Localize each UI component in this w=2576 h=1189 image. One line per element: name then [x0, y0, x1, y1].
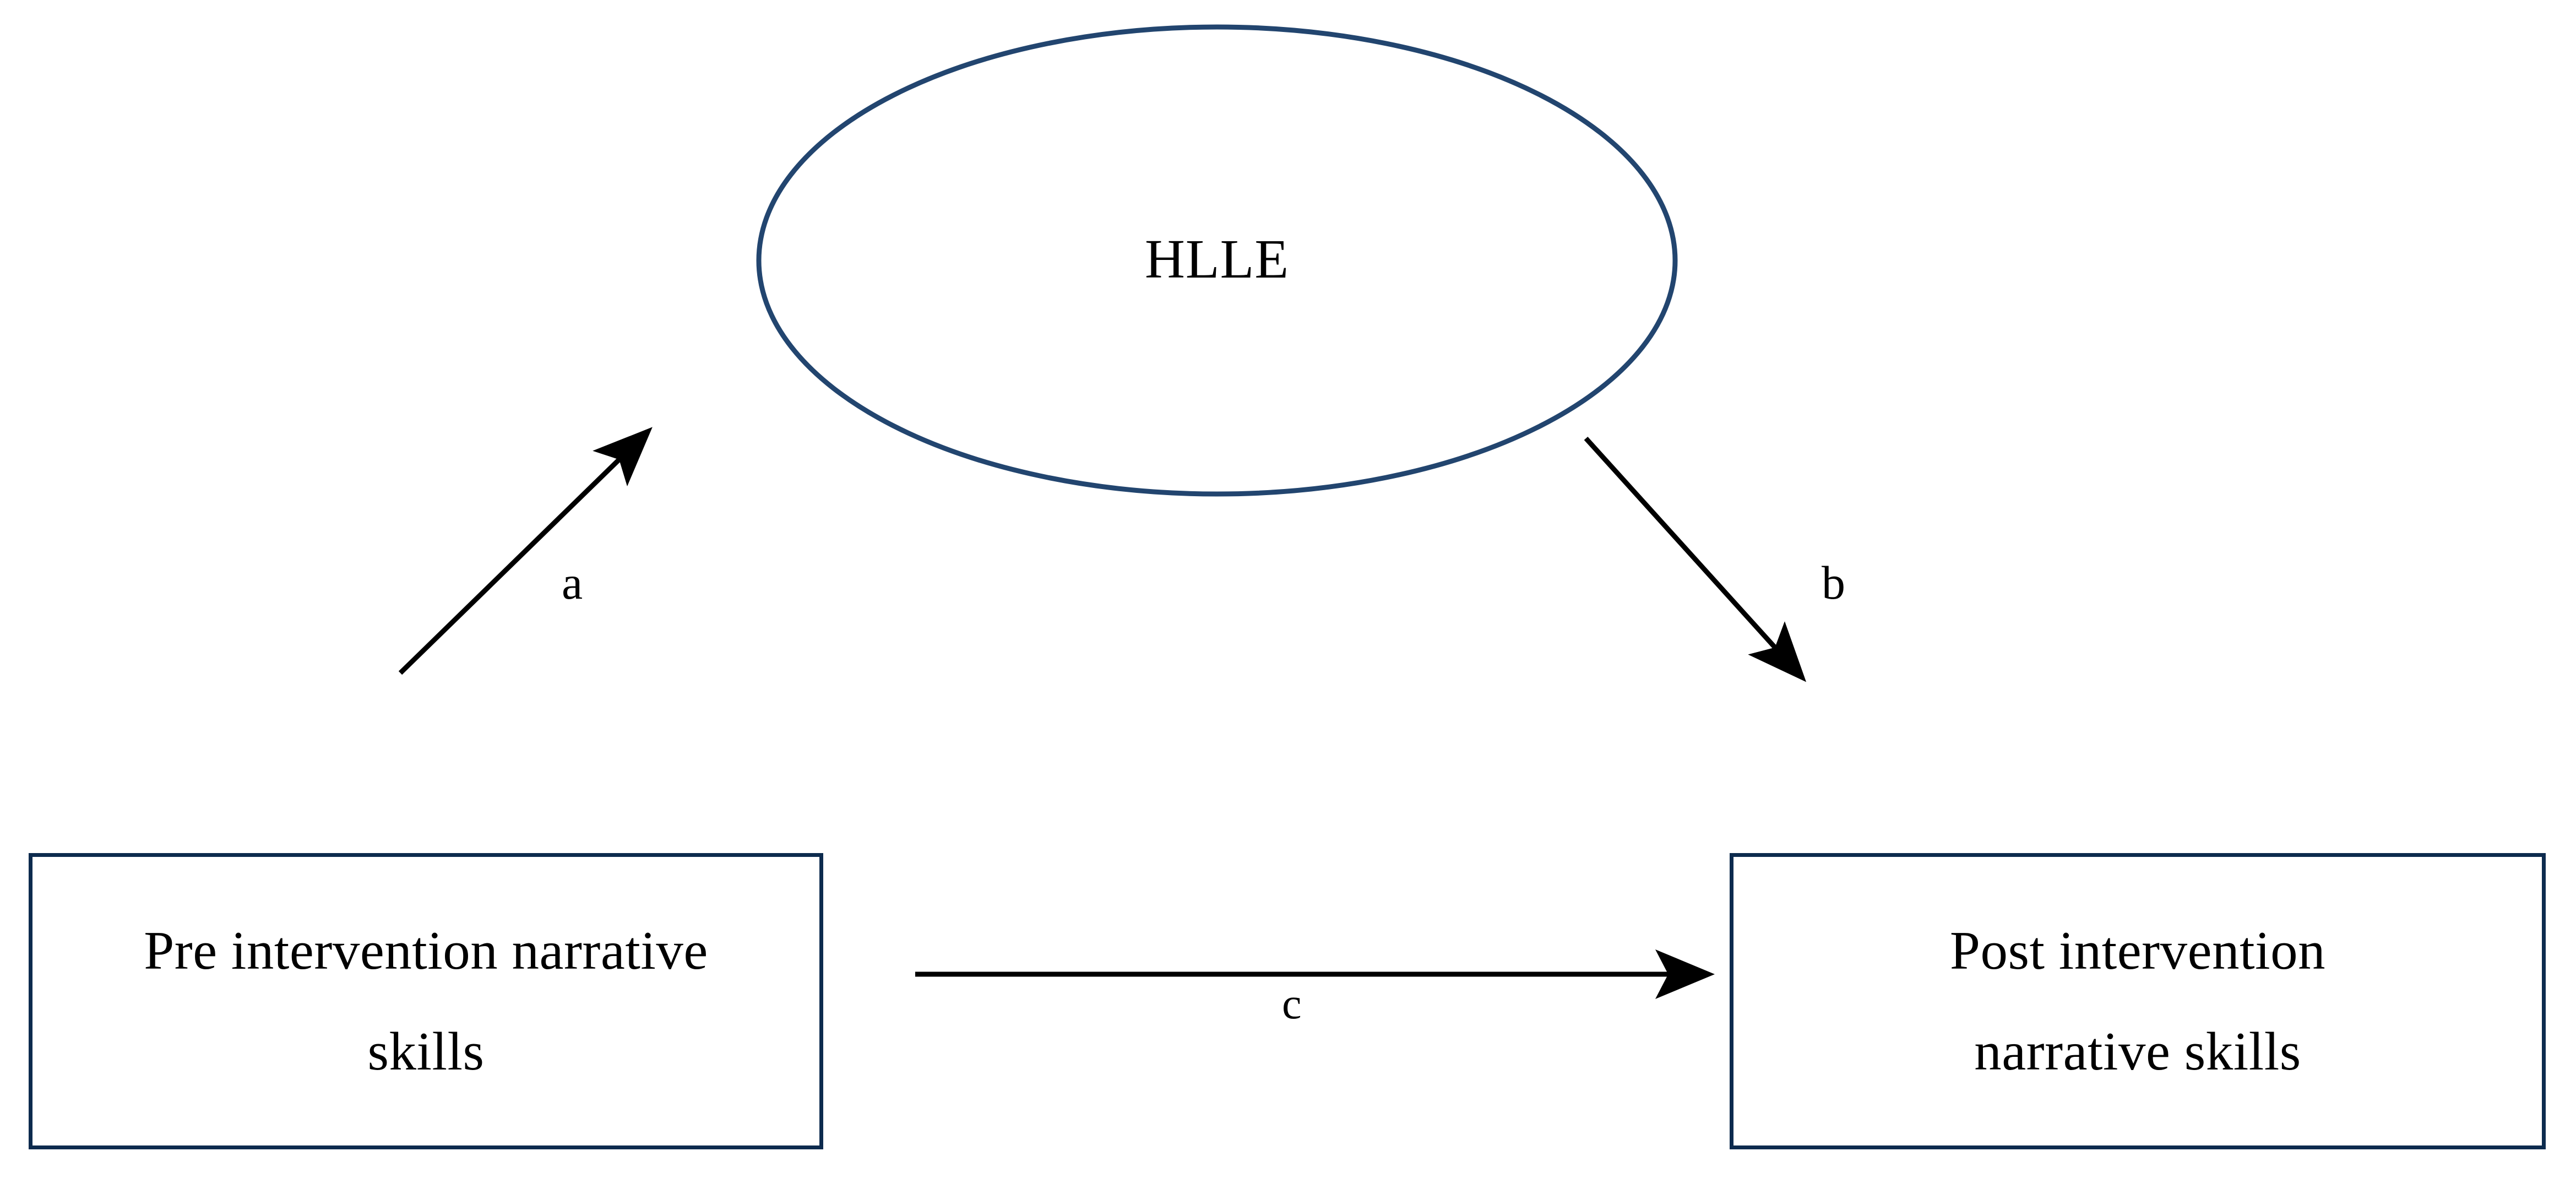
path-b-arrow [1584, 436, 1807, 682]
outcome-label-line1: Post intervention [1949, 921, 2326, 981]
outcome-box[interactable]: Post intervention narrative skills [1730, 853, 2546, 1149]
outcome-label-line2: narrative skills [1974, 1022, 2301, 1082]
predictor-label-line2: skills [367, 1022, 485, 1082]
mediator-label: HLLE [1144, 228, 1290, 290]
predictor-label-line1: Pre intervention narrative [144, 921, 708, 981]
path-a-label: a [562, 556, 583, 609]
predictor-box[interactable]: Pre intervention narrative skills [29, 853, 823, 1149]
path-a-arrow [398, 427, 653, 675]
mediator-ellipse [756, 24, 1678, 497]
path-c-label: c [1282, 980, 1302, 1028]
path-b-label: b [1822, 556, 1845, 609]
